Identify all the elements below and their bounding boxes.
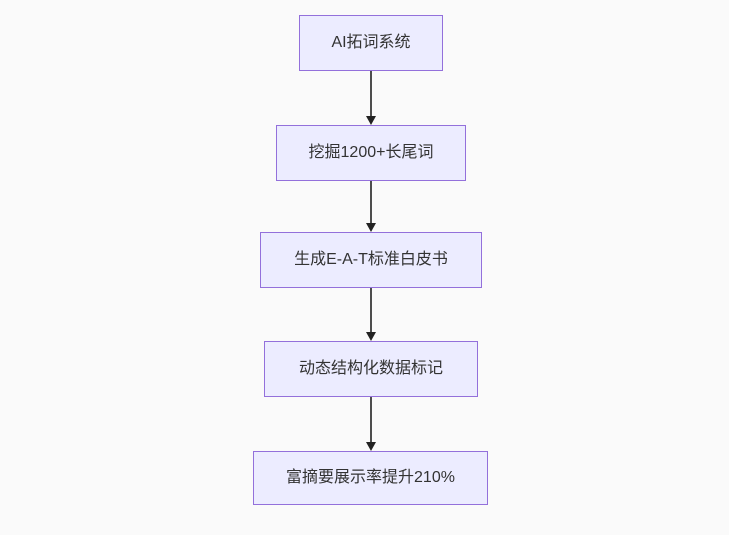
node-label: 挖掘1200+长尾词 [308, 144, 434, 161]
flowchart-node-structured-data-markup: 动态结构化数据标记 [264, 341, 478, 397]
edge-line [370, 288, 372, 333]
flowchart-node-longtail-keywords: 挖掘1200+长尾词 [276, 125, 466, 181]
arrow-down-icon [366, 71, 376, 125]
edge-line [370, 71, 372, 117]
arrowhead-icon [366, 442, 376, 451]
arrow-down-icon [366, 181, 376, 232]
flowchart-node-eat-whitepaper: 生成E-A-T标准白皮书 [260, 232, 482, 288]
flowchart-node-ai-keyword-system: AI拓词系统 [299, 15, 443, 71]
edge-line [370, 397, 372, 443]
node-label: AI拓词系统 [331, 34, 411, 51]
arrowhead-icon [366, 223, 376, 232]
arrow-down-icon [366, 397, 376, 451]
arrowhead-icon [366, 332, 376, 341]
node-label: 生成E-A-T标准白皮书 [294, 251, 448, 268]
arrowhead-icon [366, 116, 376, 125]
flowchart-node-rich-snippet-rate: 富摘要展示率提升210% [253, 451, 488, 505]
node-label: 富摘要展示率提升210% [286, 469, 455, 486]
node-label: 动态结构化数据标记 [298, 360, 443, 377]
edge-line [370, 181, 372, 224]
arrow-down-icon [366, 288, 376, 341]
